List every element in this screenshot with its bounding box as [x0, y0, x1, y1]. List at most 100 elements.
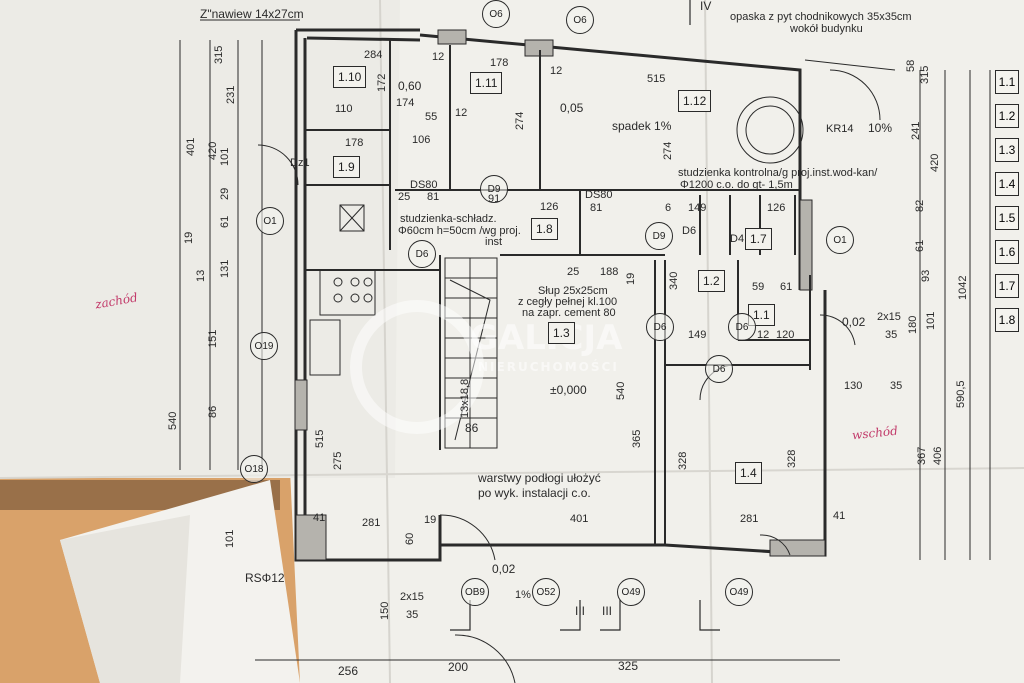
dim: 126 — [767, 202, 786, 214]
note-inst: inst — [485, 236, 503, 248]
room-1-8: 1.8 — [531, 218, 558, 240]
legend-cell-1-8: 1.8 — [995, 308, 1019, 332]
dim: 367 — [916, 446, 928, 465]
dim: 178 — [490, 57, 509, 69]
opening-o49-b: O49 — [725, 578, 753, 606]
note-stair: 13x18,8 — [459, 378, 471, 418]
dim: 420 — [929, 153, 941, 172]
dim: 91 — [488, 193, 501, 205]
room-1-3: 1.3 — [548, 322, 575, 344]
room-1-2: 1.2 — [698, 270, 725, 292]
dim: 149 — [688, 202, 707, 214]
room-1-10: 1.10 — [333, 66, 367, 88]
dim: 174 — [396, 97, 415, 109]
note-slup-1: Słup 25x25cm — [538, 285, 608, 297]
dim: 106 — [412, 134, 431, 146]
note-slup-2: z cegły pełnej kl.100 — [518, 296, 618, 308]
dim: 328 — [786, 449, 798, 468]
dim: 149 — [688, 329, 707, 341]
dim: 1042 — [957, 275, 969, 300]
dim: 540 — [167, 411, 179, 430]
dim: 82 — [914, 199, 926, 212]
dim: 120 — [776, 329, 795, 341]
dim: 365 — [631, 429, 643, 448]
dim: 41 — [833, 510, 846, 522]
dim: 284 — [364, 49, 383, 61]
opening-o6-a: O6 — [482, 0, 510, 28]
dim: 328 — [677, 451, 689, 470]
note-pct-10: 10% — [868, 121, 893, 135]
dim: 25 — [398, 191, 411, 203]
legend-cell-1-7: 1.7 — [995, 274, 1019, 298]
dim: 61 — [780, 281, 793, 293]
door-dz1: Dz1 — [290, 157, 310, 169]
dim: 101 — [224, 529, 236, 548]
dim: 60 — [404, 532, 416, 545]
dim: 150 — [379, 601, 391, 620]
opening-o1-right: O1 — [826, 226, 854, 254]
door-d6-b: D6 — [646, 313, 674, 341]
dim: 13 — [195, 269, 207, 282]
dim: 151 — [207, 329, 219, 348]
dim: 401 — [570, 513, 589, 525]
legend-cell-1-6: 1.6 — [995, 240, 1019, 264]
note-studzienka-schladz: studzienka-schładz. — [400, 213, 497, 225]
dim: 61 — [219, 215, 231, 228]
dim: 178 — [345, 137, 364, 149]
opening-o6-b: O6 — [566, 6, 594, 34]
door-d9-b: D9 — [645, 222, 673, 250]
note-level-002b: 0,02 — [492, 562, 516, 576]
note-studzienka-kontrolna: studzienka kontrolna/g proj.inst.wod-kan… — [678, 167, 878, 179]
dim: 340 — [668, 271, 680, 290]
dim: 281 — [740, 513, 759, 525]
door-d6-a: D6 — [408, 240, 436, 268]
dim: 275 — [332, 451, 344, 470]
dim: 58 — [905, 59, 917, 72]
dim: 12 — [757, 329, 770, 341]
room-1-11: 1.11 — [470, 72, 503, 94]
opening-o52: O52 — [532, 578, 560, 606]
opening-o49-a: O49 — [617, 578, 645, 606]
dim: 25 — [567, 266, 580, 278]
room-1-12: 1.12 — [678, 90, 712, 112]
legend-cell-1-4: 1.4 — [995, 172, 1019, 196]
dim: 2x15 — [877, 311, 901, 323]
note-rs: RSΦ12 — [245, 571, 285, 585]
dim: 101 — [219, 147, 231, 166]
dim: 315 — [919, 65, 931, 84]
legend-cell-1-3: 1.3 — [995, 138, 1019, 162]
door-d6-d: D6 — [705, 355, 733, 383]
watermark-brand: GALICJA — [470, 318, 623, 358]
dim: 274 — [514, 111, 526, 130]
room-1-9: 1.9 — [333, 156, 360, 178]
dim: 325 — [618, 659, 639, 673]
dim: 19 — [183, 231, 195, 244]
dim: 515 — [647, 73, 666, 85]
note-level-002a: 0,02 — [842, 315, 866, 329]
dim: 81 — [427, 191, 440, 203]
dim: 540 — [615, 381, 627, 400]
dim: 81 — [590, 202, 603, 214]
dim: 41 — [313, 512, 326, 524]
section-mark: III — [575, 604, 586, 618]
curb-note-2: wokół budynku — [790, 23, 863, 35]
dim: 281 — [362, 517, 381, 529]
dim: 420 — [207, 141, 219, 160]
dim: 130 — [844, 380, 863, 392]
dim: 2x15 — [400, 591, 424, 603]
dim: 274 — [662, 141, 674, 160]
dim: 61 — [914, 239, 926, 252]
dim: 515 — [314, 429, 326, 448]
dim: 590,5 — [955, 380, 967, 408]
dim: 12 — [432, 51, 445, 63]
dim: 12 — [455, 107, 468, 119]
legend-cell-1-1: 1.1 — [995, 70, 1019, 94]
dim: 55 — [425, 111, 438, 123]
opening-ob9: OB9 — [461, 578, 489, 606]
dim: 35 — [885, 329, 898, 341]
section-mark: III — [602, 604, 613, 618]
window-note: Z"nawiew 14x27cm — [200, 7, 304, 21]
opening-o18: O18 — [240, 455, 268, 483]
dim: 231 — [225, 85, 237, 104]
